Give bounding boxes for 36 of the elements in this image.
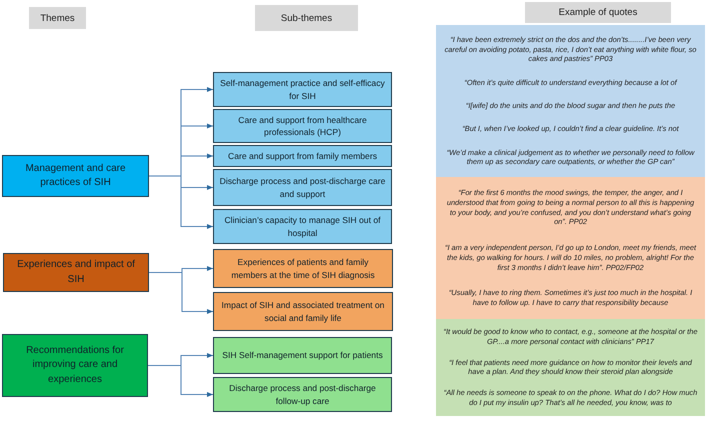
quote-panel <box>436 177 705 319</box>
sub-theme-box <box>213 169 392 206</box>
sub-theme-label: Discharge process and post-discharge care and support <box>219 175 386 200</box>
theme-box <box>3 253 149 292</box>
theme-box <box>2 155 149 197</box>
header-text: Sub-themes <box>280 12 332 24</box>
sub-theme-label: Self-management practice and self-efficacy for SIH <box>219 77 386 102</box>
sub-theme-box <box>213 209 392 244</box>
sub-theme-label: Care and support from healthcare professionals (HCP) <box>237 114 368 138</box>
header-text: Themes <box>40 12 75 24</box>
column-header <box>29 7 86 29</box>
sub-theme-label: Experiences of patients and family members at the time of SIH diagnosis <box>230 256 376 281</box>
theme-label: Management and care practices of SIH <box>24 162 127 190</box>
header-text: Example of quotes <box>558 7 638 18</box>
theme-label: Recommendations for improving care and experiences <box>25 344 125 387</box>
sub-theme-box <box>213 377 392 412</box>
quote-panel <box>436 319 705 416</box>
sub-theme-label: Clinician’s capacity to manage SIH out of hospital <box>223 214 382 239</box>
column-header <box>255 5 358 31</box>
quote-panel <box>436 25 705 177</box>
sub-theme-box <box>213 292 393 331</box>
sub-theme-box <box>213 109 392 143</box>
sub-theme-label: Discharge process and post-discharge follow-up care <box>228 382 377 407</box>
column-header <box>525 2 671 23</box>
sub-theme-box <box>213 145 392 167</box>
sub-theme-box <box>213 249 393 288</box>
arrow <box>148 365 214 397</box>
theme-label: Experiences and impact of SIH <box>16 258 136 286</box>
sub-theme-label: Impact of SIH and associated treatment on social and family life <box>220 299 386 324</box>
sub-theme-label: Care and support from family members <box>228 150 377 162</box>
sub-theme-box <box>213 72 392 107</box>
sub-theme-box <box>213 337 392 374</box>
arrow <box>148 272 214 314</box>
theme-box <box>2 334 148 397</box>
arrow <box>148 176 214 229</box>
sub-theme-label: SIH Self-management support for patients <box>222 349 383 362</box>
